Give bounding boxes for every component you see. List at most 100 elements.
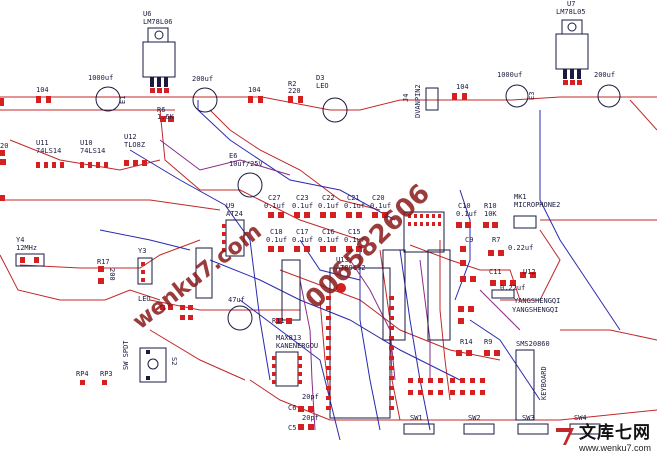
d3-ref: D3 (316, 74, 324, 82)
c47-label: 47uf (228, 296, 245, 304)
r104b-label: 104 (248, 86, 261, 94)
mk1-value: MICROPHONE2 (514, 201, 560, 209)
r2-value: 220 (288, 87, 301, 95)
r2-ref: R2 (288, 80, 296, 88)
c10-ref: C10 (458, 202, 471, 210)
cap-022-b: 0.22uf (500, 284, 525, 292)
regulator-u6: U6 LM78L06 (142, 10, 176, 93)
u9-ref: U9 (226, 202, 234, 210)
u11-ref: U11 (36, 139, 49, 147)
e6-ref: E6 (229, 152, 237, 160)
sw3-label: SW3 (522, 414, 535, 422)
u13-value: AT89C52 (336, 264, 366, 272)
smd-pads-top (0, 93, 467, 201)
r17-ref: R17 (97, 258, 110, 266)
r6-ref: R6 (157, 106, 165, 114)
u7-value: LM78L05 (556, 8, 586, 16)
c9-label: C9 (465, 236, 473, 244)
trace-layer-purple (159, 139, 521, 431)
ic-max813: MAX813 KANENERGOU R11 (272, 317, 318, 387)
c6-label: C6 (288, 404, 296, 412)
e3-label: E3 (528, 92, 536, 100)
u7-ref: U7 (567, 0, 575, 8)
sw2-label: SW2 (468, 414, 481, 422)
e1-label: E1 (119, 96, 127, 104)
u11-value: 74LS14 (36, 147, 61, 155)
bottom-caps: C6 C5 20pf 20pf (288, 393, 319, 432)
ic-u9: U9 AT24 (222, 202, 245, 257)
led-mid-label: LEO (138, 295, 151, 303)
regulator-u7: U7 LM78L05 (555, 0, 589, 85)
y4-ref: Y4 (16, 236, 24, 244)
sms-label: SMS20860 (516, 340, 550, 348)
c15-ref: C15 (348, 228, 361, 236)
u12-ref: U12 (124, 133, 137, 141)
footer-logo-text: 文库七网 (578, 423, 651, 442)
rp4-label: RP4 (76, 370, 89, 378)
connector-j4 (425, 87, 439, 111)
cap-022-a: 0.22uf (508, 244, 533, 252)
logic-ic-row (0, 159, 147, 168)
right-components: C10 0.1uf R10 10K MK1 MICROPHONE2 C9 R7 … (456, 193, 560, 421)
s2-label: S2 (170, 357, 178, 365)
speaker-2: YANGSHENGQI (512, 306, 558, 314)
c16-ref: C16 (322, 228, 335, 236)
c22-ref: C22 (322, 194, 335, 202)
footer-logo: 文库七网 www.wenku7.com (554, 418, 651, 453)
j4-value: DVANPIN2 (414, 84, 422, 118)
resistor-array (408, 378, 485, 395)
r104c-label: 104 (456, 83, 469, 91)
c22-value: 0.1uf (318, 202, 339, 210)
y4-value: 12MHz (16, 244, 37, 252)
max813-value: KANENERGOU (276, 342, 318, 350)
u12b-label: U12 (523, 268, 536, 276)
r6-value: 1.6K (157, 113, 175, 121)
switch-s2: SW SPDT S2 (122, 340, 178, 383)
c27-value: 0.1uf (264, 202, 285, 210)
c6-value: 20pf (302, 393, 319, 401)
cap-row-2: C18 0.1uf C17 0.1uf C16 0.1uf C15 0.1uf (266, 228, 365, 252)
c17-value: 0.1uf (292, 236, 313, 244)
electrolytic-caps (95, 84, 621, 331)
crystal-area: Y4 12MHz R17 200 Y3 LEO (15, 236, 301, 321)
c21-ref: C21 (347, 194, 360, 202)
c23-ref: C23 (296, 194, 309, 202)
u6-value: LM78L06 (143, 18, 173, 26)
watermark-domain: wenku7.com (128, 219, 266, 335)
r104a-label: 104 (36, 86, 49, 94)
r17-value: 200 (108, 268, 116, 281)
max813-ref: MAX813 (276, 334, 301, 342)
c10-value: 0.1uf (456, 210, 477, 218)
u10-value: 74LS14 (80, 147, 105, 155)
speaker-1: YANGSHENGQI (514, 297, 560, 305)
u6-ref: U6 (143, 10, 151, 18)
c16-value: 0.1uf (318, 236, 339, 244)
led-top-label: LEO (316, 82, 329, 90)
u10-ref: U10 (80, 139, 93, 147)
c21-value: 0.1uf (344, 202, 365, 210)
c5-value: 20pf (302, 414, 319, 422)
rp3-label: RP3 (100, 370, 113, 378)
c1000b-label: 1000uf (497, 71, 522, 79)
trace-layer-blue (99, 100, 621, 441)
r14-label: R14 (460, 338, 473, 346)
c11-label: C11 (489, 268, 502, 276)
c20-value: 0.1uf (370, 202, 391, 210)
r10-ref: R10 (484, 202, 497, 210)
c20-ref: C20 (372, 194, 385, 202)
c17-ref: C17 (296, 228, 309, 236)
y3-label: Y3 (138, 247, 146, 255)
c20-left-label: 20 (0, 142, 8, 150)
u12-value: TLO8Z (124, 141, 145, 149)
test-points: RP4 RP3 (76, 370, 113, 385)
e6-value: 10uf/25V (229, 160, 264, 168)
sw4-label: SW4 (574, 414, 587, 422)
mk1-ref: MK1 (514, 193, 527, 201)
c18-value: 0.1uf (266, 236, 287, 244)
u9-value: AT24 (226, 210, 243, 218)
r9-label: R9 (484, 338, 492, 346)
mcu-u13: U13 AT89C52 (326, 256, 394, 419)
footer-url: www.wenku7.com (578, 443, 651, 453)
